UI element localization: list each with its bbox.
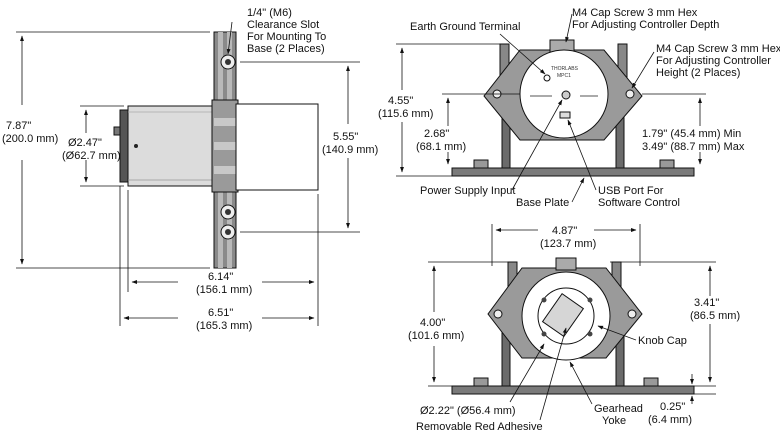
rear-plate-mm: (6.4 mm) (648, 414, 692, 426)
rear-width-mm: (123.7 mm) (540, 238, 596, 250)
front-base-label: Base Plate (516, 197, 569, 209)
side-slot-label-2: Clearance Slot (247, 19, 319, 31)
side-dia-mm: (Ø62.7 mm) (62, 150, 121, 162)
rear-height-mm: (101.6 mm) (408, 330, 464, 342)
side-view: 1/4" (M6) Clearance Slot For Mounting To… (2, 7, 378, 332)
front-range-min: 1.79" (45.4 mm) Min (642, 128, 741, 140)
front-center-in: 2.68" (424, 128, 449, 140)
rear-adhesive-label: Removable Red Adhesive (416, 421, 543, 433)
front-screw-height-3: Height (2 Places) (656, 67, 740, 79)
front-base-plate (451, 167, 695, 177)
front-height-in: 4.55" (388, 95, 413, 107)
rear-view: 4.87" (123.7 mm) 4.00" (101.6 mm) 3.41" … (408, 224, 740, 433)
front-center-mm: (68.1 mm) (416, 141, 466, 153)
front-view: THORLABS MPC1 Earth Ground Terminal M4 C… (378, 7, 780, 209)
side-height-in: 7.87" (6, 120, 31, 132)
side-connector (113, 126, 121, 136)
side-body-len-in: 6.14" (208, 271, 233, 283)
side-slot-label-4: Base (2 Places) (247, 43, 325, 55)
side-total-len-mm: (165.3 mm) (196, 320, 252, 332)
front-face-model: MPC1 (557, 73, 571, 79)
front-screw-depth-1: M4 Cap Screw 3 mm Hex (572, 7, 698, 19)
side-screw-dot (134, 144, 138, 148)
side-slot-label-3: For Mounting To (247, 31, 326, 43)
front-screw-depth-2: For Adjusting Controller Depth (572, 19, 719, 31)
front-height-screw (625, 89, 635, 99)
front-power-input (561, 90, 571, 100)
front-face-brand: THORLABS (551, 66, 579, 72)
front-usb-label-1: USB Port For (598, 185, 664, 197)
front-usb-label-2: Software Control (598, 197, 680, 209)
rear-base-plate (451, 385, 695, 395)
rear-height-in: 4.00" (420, 317, 445, 329)
front-screw-height-1: M4 Cap Screw 3 mm Hex (656, 43, 780, 55)
front-screw-height-2: For Adjusting Controller (656, 55, 771, 67)
side-height-mm: (200.0 mm) (2, 133, 58, 145)
front-usb-port (559, 111, 571, 119)
side-body-len-mm: (156.1 mm) (196, 284, 252, 296)
front-earth-label: Earth Ground Terminal (410, 21, 520, 33)
side-dia-in: Ø2.47" (68, 137, 102, 149)
side-end-cap (119, 109, 129, 183)
side-knob (235, 103, 319, 191)
side-slot-label-1: 1/4" (M6) (247, 7, 292, 19)
side-slot-spacing-in: 5.55" (333, 131, 358, 143)
front-power-label: Power Supply Input (420, 185, 515, 197)
rear-center-in: 3.41" (694, 297, 719, 309)
rear-dia-label: Ø2.22" (Ø56.4 mm) (420, 405, 516, 417)
rear-gearhead-1: Gearhead (594, 403, 643, 415)
rear-adhesive-patch (541, 293, 585, 338)
front-range-max: 3.49" (88.7 mm) Max (642, 141, 745, 153)
side-total-len-in: 6.51" (208, 307, 233, 319)
side-housing (127, 105, 215, 187)
front-earth-terminal (543, 74, 551, 82)
side-slot-spacing-mm: (140.9 mm) (322, 144, 378, 156)
rear-width-in: 4.87" (552, 225, 577, 237)
rear-center-mm: (86.5 mm) (690, 310, 740, 322)
rear-gearhead-2: Yoke (602, 415, 626, 427)
rear-plate-in: 0.25" (660, 401, 685, 413)
rear-knob-label: Knob Cap (638, 335, 687, 347)
front-height-mm: (115.6 mm) (378, 108, 433, 120)
